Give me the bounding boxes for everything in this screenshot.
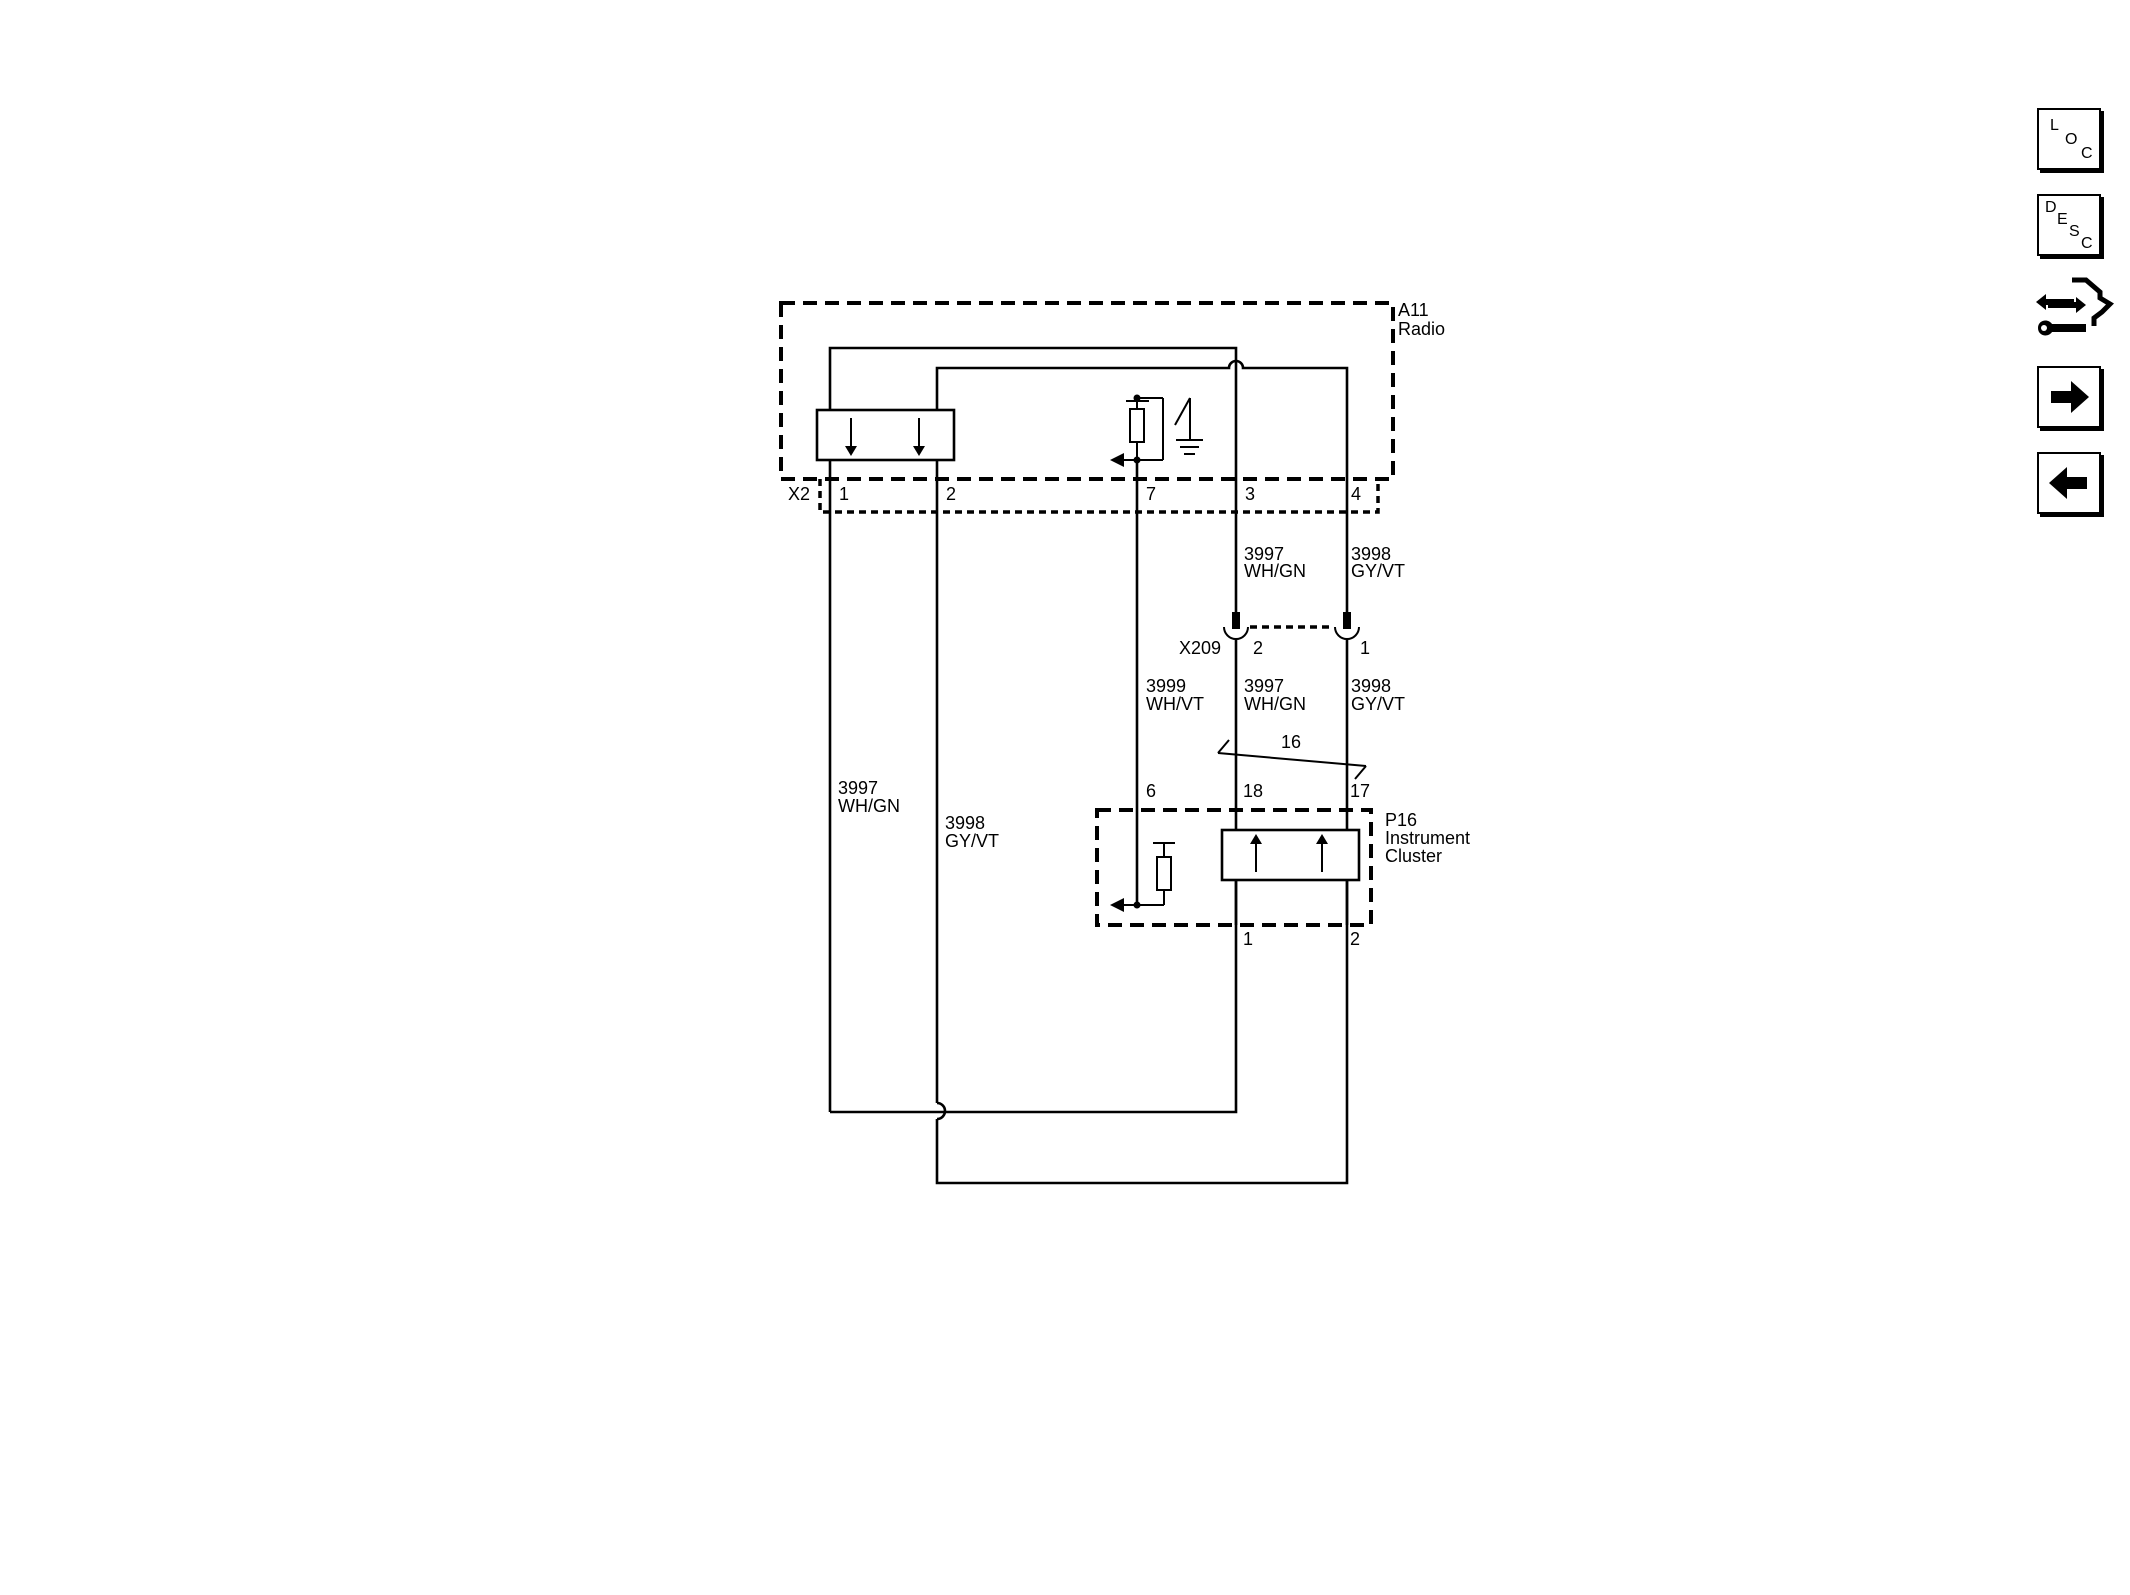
pin-label: 1 <box>1243 929 1253 949</box>
radio-pull-up-switch-symbol <box>1110 394 1203 467</box>
radio-module-outline <box>779 301 1395 481</box>
x209-connector-label: X209 <box>1179 638 1221 658</box>
pin-label: 3 <box>1245 484 1255 504</box>
radio-internal-wire-3997 <box>828 346 1238 410</box>
pin-label: 18 <box>1243 781 1263 801</box>
next-button[interactable] <box>2037 366 2101 428</box>
wire-circuit-label: 3998 <box>1351 544 1391 564</box>
loc-letter: L <box>2050 117 2059 134</box>
desc-button[interactable]: D E S C <box>2037 194 2101 256</box>
pin-label: 16 <box>1281 732 1301 752</box>
wire-circuit-label: 3998 <box>945 813 985 833</box>
arrow-right-icon <box>2051 381 2089 413</box>
radio-transceiver-box <box>815 408 956 462</box>
prev-button[interactable] <box>2037 452 2101 514</box>
splice-16-symbol <box>1217 739 1367 780</box>
wire-color-label: GY/VT <box>945 831 999 851</box>
x2-connector-label: X2 <box>788 484 810 504</box>
wire-3997-return <box>830 880 1238 1114</box>
cluster-pull-up-symbol <box>1110 842 1175 912</box>
desc-letter: E <box>2057 211 2068 228</box>
radio-name-label: Radio <box>1398 319 1445 339</box>
pin-label: 17 <box>1350 781 1370 801</box>
pin-label: 2 <box>1253 638 1263 658</box>
radio-id-label: A11 <box>1398 300 1429 320</box>
pin-label: 7 <box>1146 484 1156 504</box>
cluster-id-label: P16 <box>1385 810 1417 830</box>
wire-color-label: WH/GN <box>1244 561 1306 581</box>
cluster-module-outline <box>1095 808 1373 927</box>
loc-letter: C <box>2081 145 2093 162</box>
wire-color-label: GY/VT <box>1351 694 1405 714</box>
loc-button[interactable]: L O C <box>2037 108 2101 170</box>
wire-circuit-label: 3997 <box>1244 676 1284 696</box>
pin-label: 2 <box>946 484 956 504</box>
desc-letter: C <box>2081 235 2093 252</box>
wire-color-label: WH/GN <box>838 796 900 816</box>
desc-letter: D <box>2045 199 2057 216</box>
wire-circuit-label: 3997 <box>1244 544 1284 564</box>
wire-pin2-return <box>935 880 1349 1185</box>
wire-circuit-label: 3997 <box>838 778 878 798</box>
pin-label: 2 <box>1350 929 1360 949</box>
pin-label: 1 <box>1360 638 1370 658</box>
wire-color-label: WH/GN <box>1244 694 1306 714</box>
cluster-transceiver-box <box>1220 828 1361 882</box>
wire-color-label: GY/VT <box>1351 561 1405 581</box>
desc-letter: S <box>2069 223 2080 240</box>
connector-tools-icon <box>2036 277 2115 336</box>
loc-letter: O <box>2065 131 2078 148</box>
x2-connector-outline <box>818 479 1380 514</box>
radio-internal-wire-3998 <box>935 359 1349 479</box>
wire-color-label: WH/VT <box>1146 694 1204 714</box>
pin-label: 4 <box>1351 484 1361 504</box>
cluster-name-line2: Cluster <box>1385 846 1442 866</box>
x209-connector-symbol <box>1223 625 1360 640</box>
arrow-left-icon <box>2049 467 2087 499</box>
connector-tools-button[interactable] <box>2030 274 2115 346</box>
pin-label: 6 <box>1146 781 1156 801</box>
cluster-name-line1: Instrument <box>1385 828 1470 848</box>
wire-circuit-label: 3999 <box>1146 676 1186 696</box>
pin-label: 1 <box>839 484 849 504</box>
wire-circuit-label: 3998 <box>1351 676 1391 696</box>
